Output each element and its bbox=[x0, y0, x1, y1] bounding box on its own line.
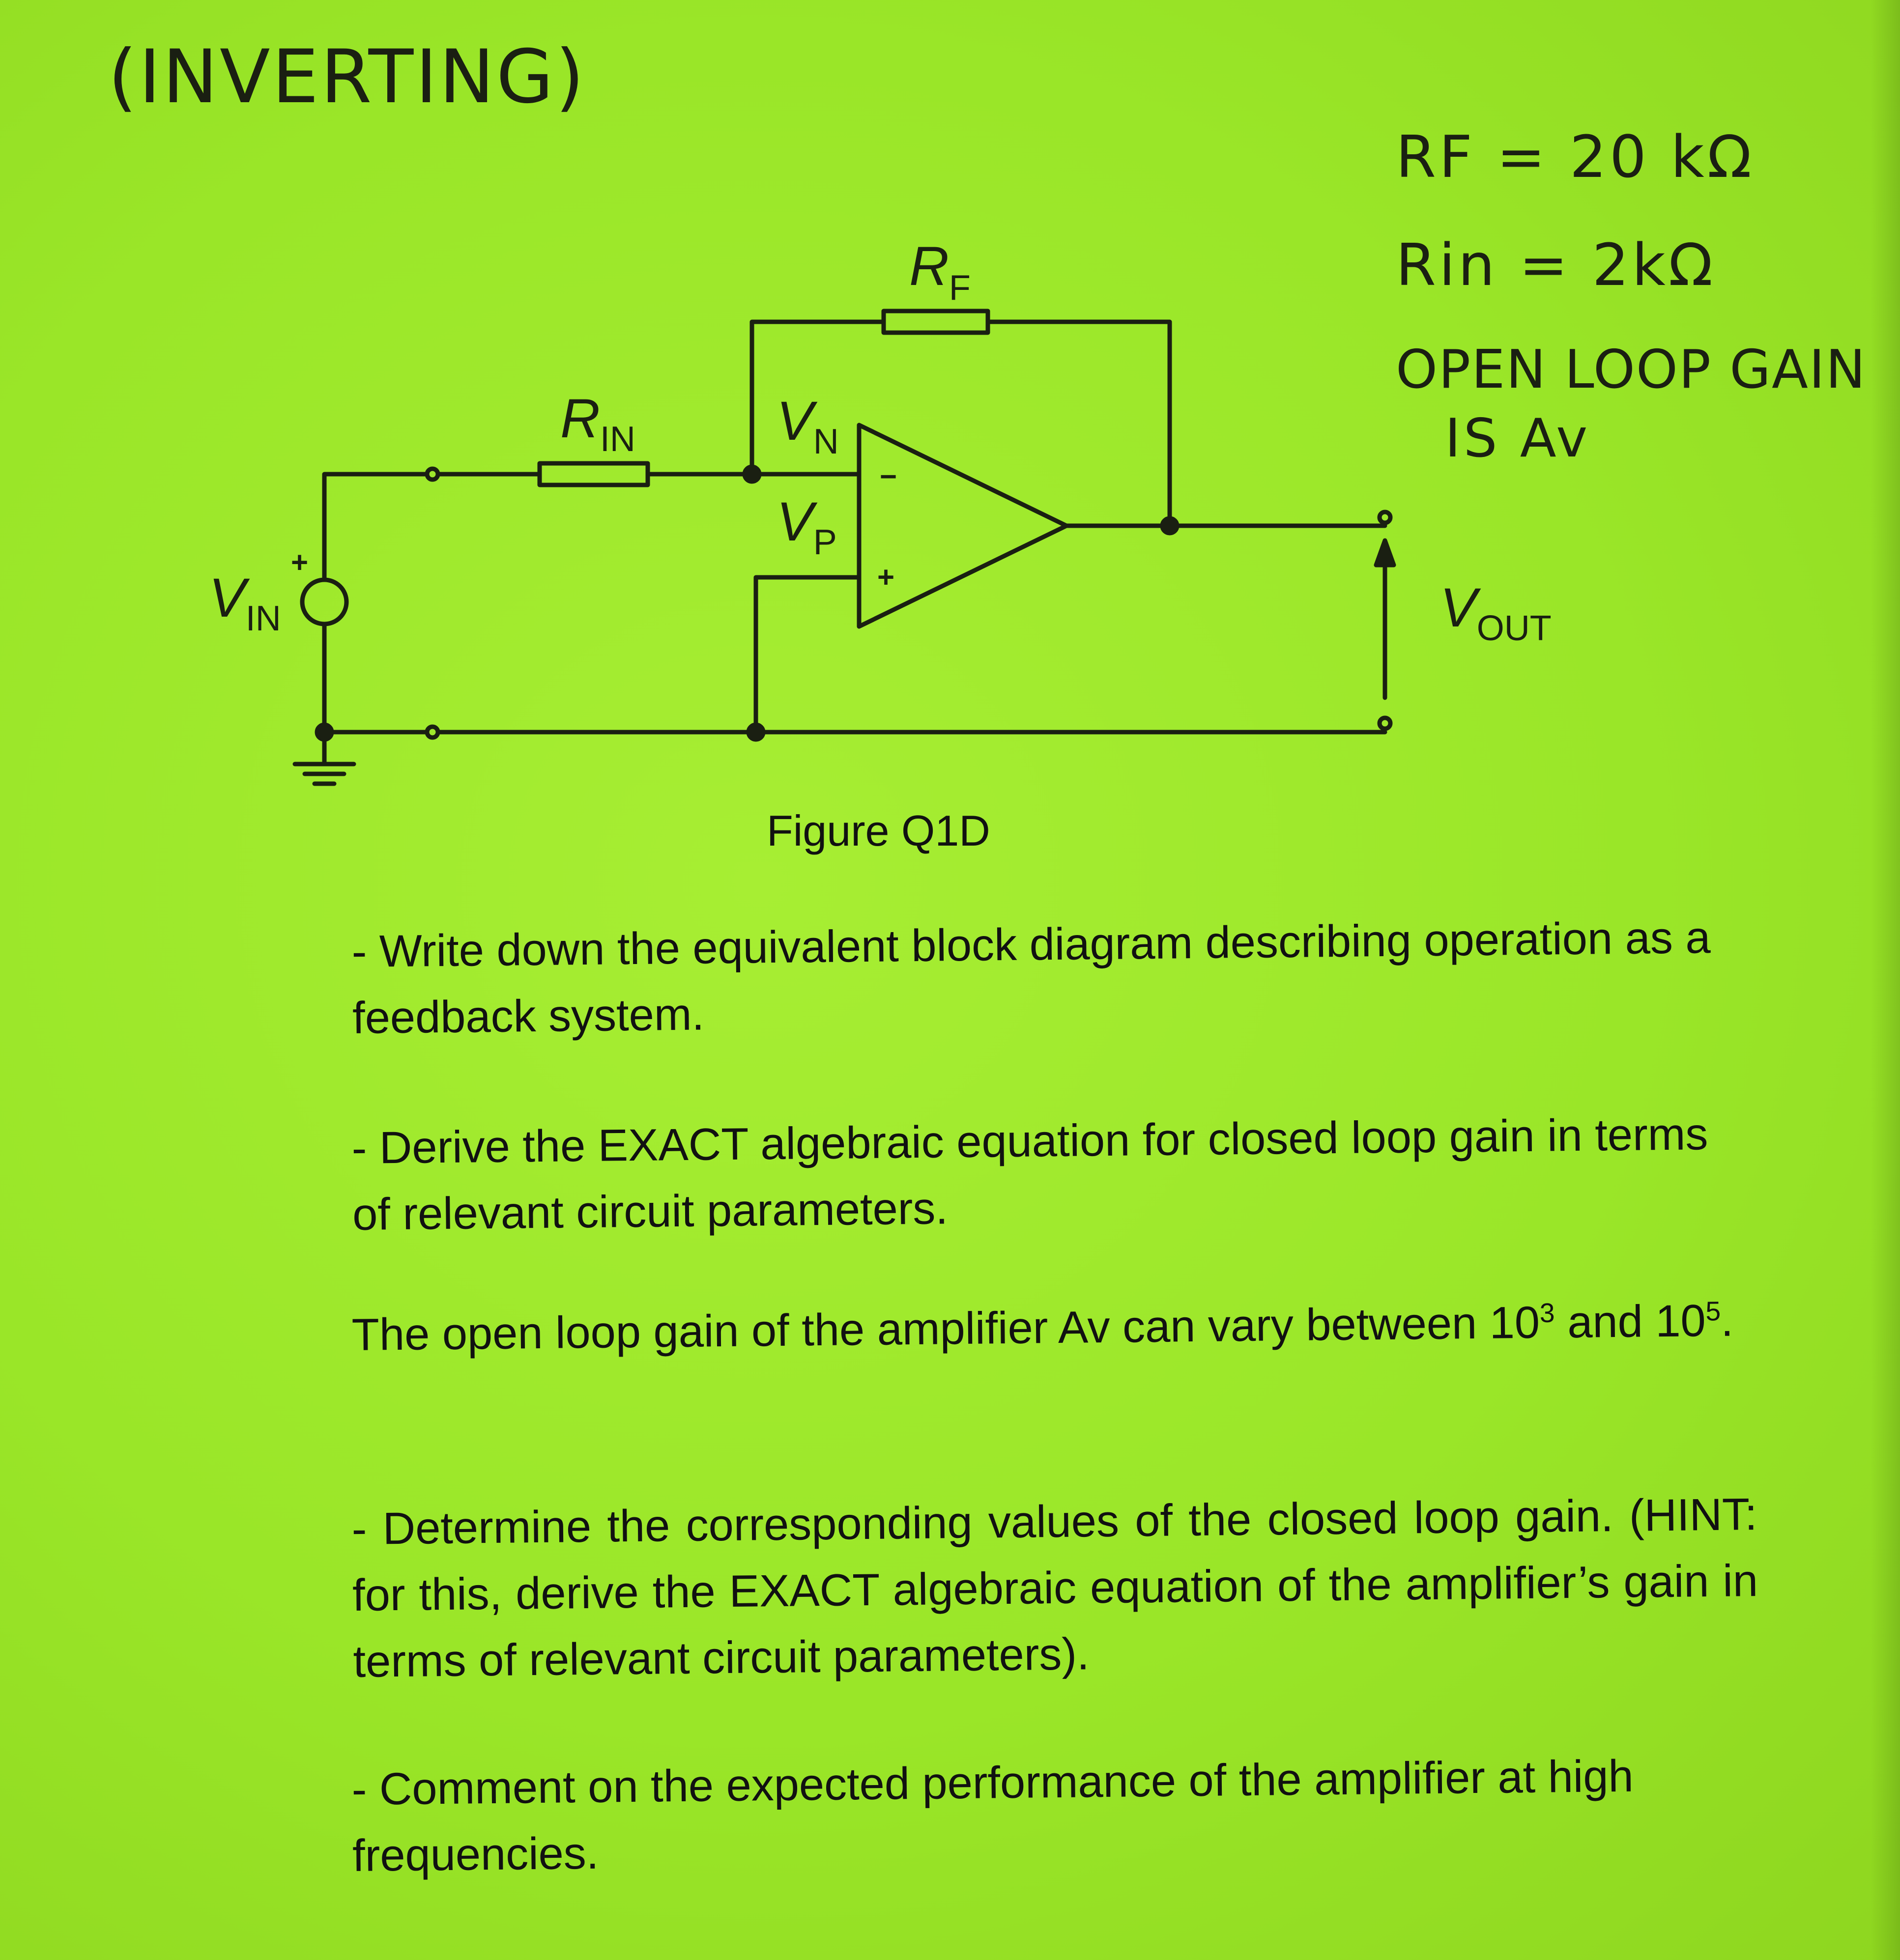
rin-resistor bbox=[537, 461, 650, 487]
vout-arrow-icon bbox=[1374, 538, 1396, 700]
op-amp-triangle bbox=[857, 423, 1069, 629]
question-high-frequency: - Comment on the expected performance of… bbox=[351, 1751, 1634, 1881]
ground-icon bbox=[292, 762, 356, 786]
question-closed-loop-equation: - Derive the EXACT algebraic equation fo… bbox=[351, 1109, 1708, 1240]
figure-caption: Figure Q1D bbox=[767, 806, 990, 855]
handwritten-rin-value: Rin = 2kΩ bbox=[1396, 231, 1716, 299]
vp-label: VP bbox=[777, 491, 837, 562]
question-block-diagram: - Write down the equivalent block diagra… bbox=[351, 912, 1711, 1043]
circuit-terminals bbox=[425, 466, 1393, 740]
question-closed-loop-values: - Determine the corresponding values of … bbox=[351, 1489, 1758, 1687]
rin-label: RIN bbox=[560, 388, 635, 459]
handwritten-open-loop-line1: OPEN LOOP GAIN bbox=[1396, 339, 1867, 400]
circuit-junctions bbox=[315, 464, 1180, 742]
inverting-input-sign: − bbox=[880, 460, 897, 493]
handwritten-open-loop-line2: IS Av bbox=[1445, 408, 1591, 469]
voltage-source-icon bbox=[300, 577, 349, 626]
vn-label: VN bbox=[777, 390, 839, 461]
handwritten-rf-value: RF = 20 kΩ bbox=[1396, 123, 1755, 191]
circuit-wires bbox=[322, 319, 1387, 767]
page-edge-shadow bbox=[1871, 0, 1900, 1960]
rf-label: RF bbox=[909, 235, 971, 308]
source-plus-sign: + bbox=[291, 546, 308, 579]
handwritten-title: (INVERTING) bbox=[108, 34, 586, 120]
rf-resistor bbox=[881, 309, 990, 335]
vin-label: VIN bbox=[209, 567, 281, 638]
noninverting-input-sign: + bbox=[877, 561, 894, 594]
vout-label: VOUT bbox=[1440, 577, 1552, 648]
